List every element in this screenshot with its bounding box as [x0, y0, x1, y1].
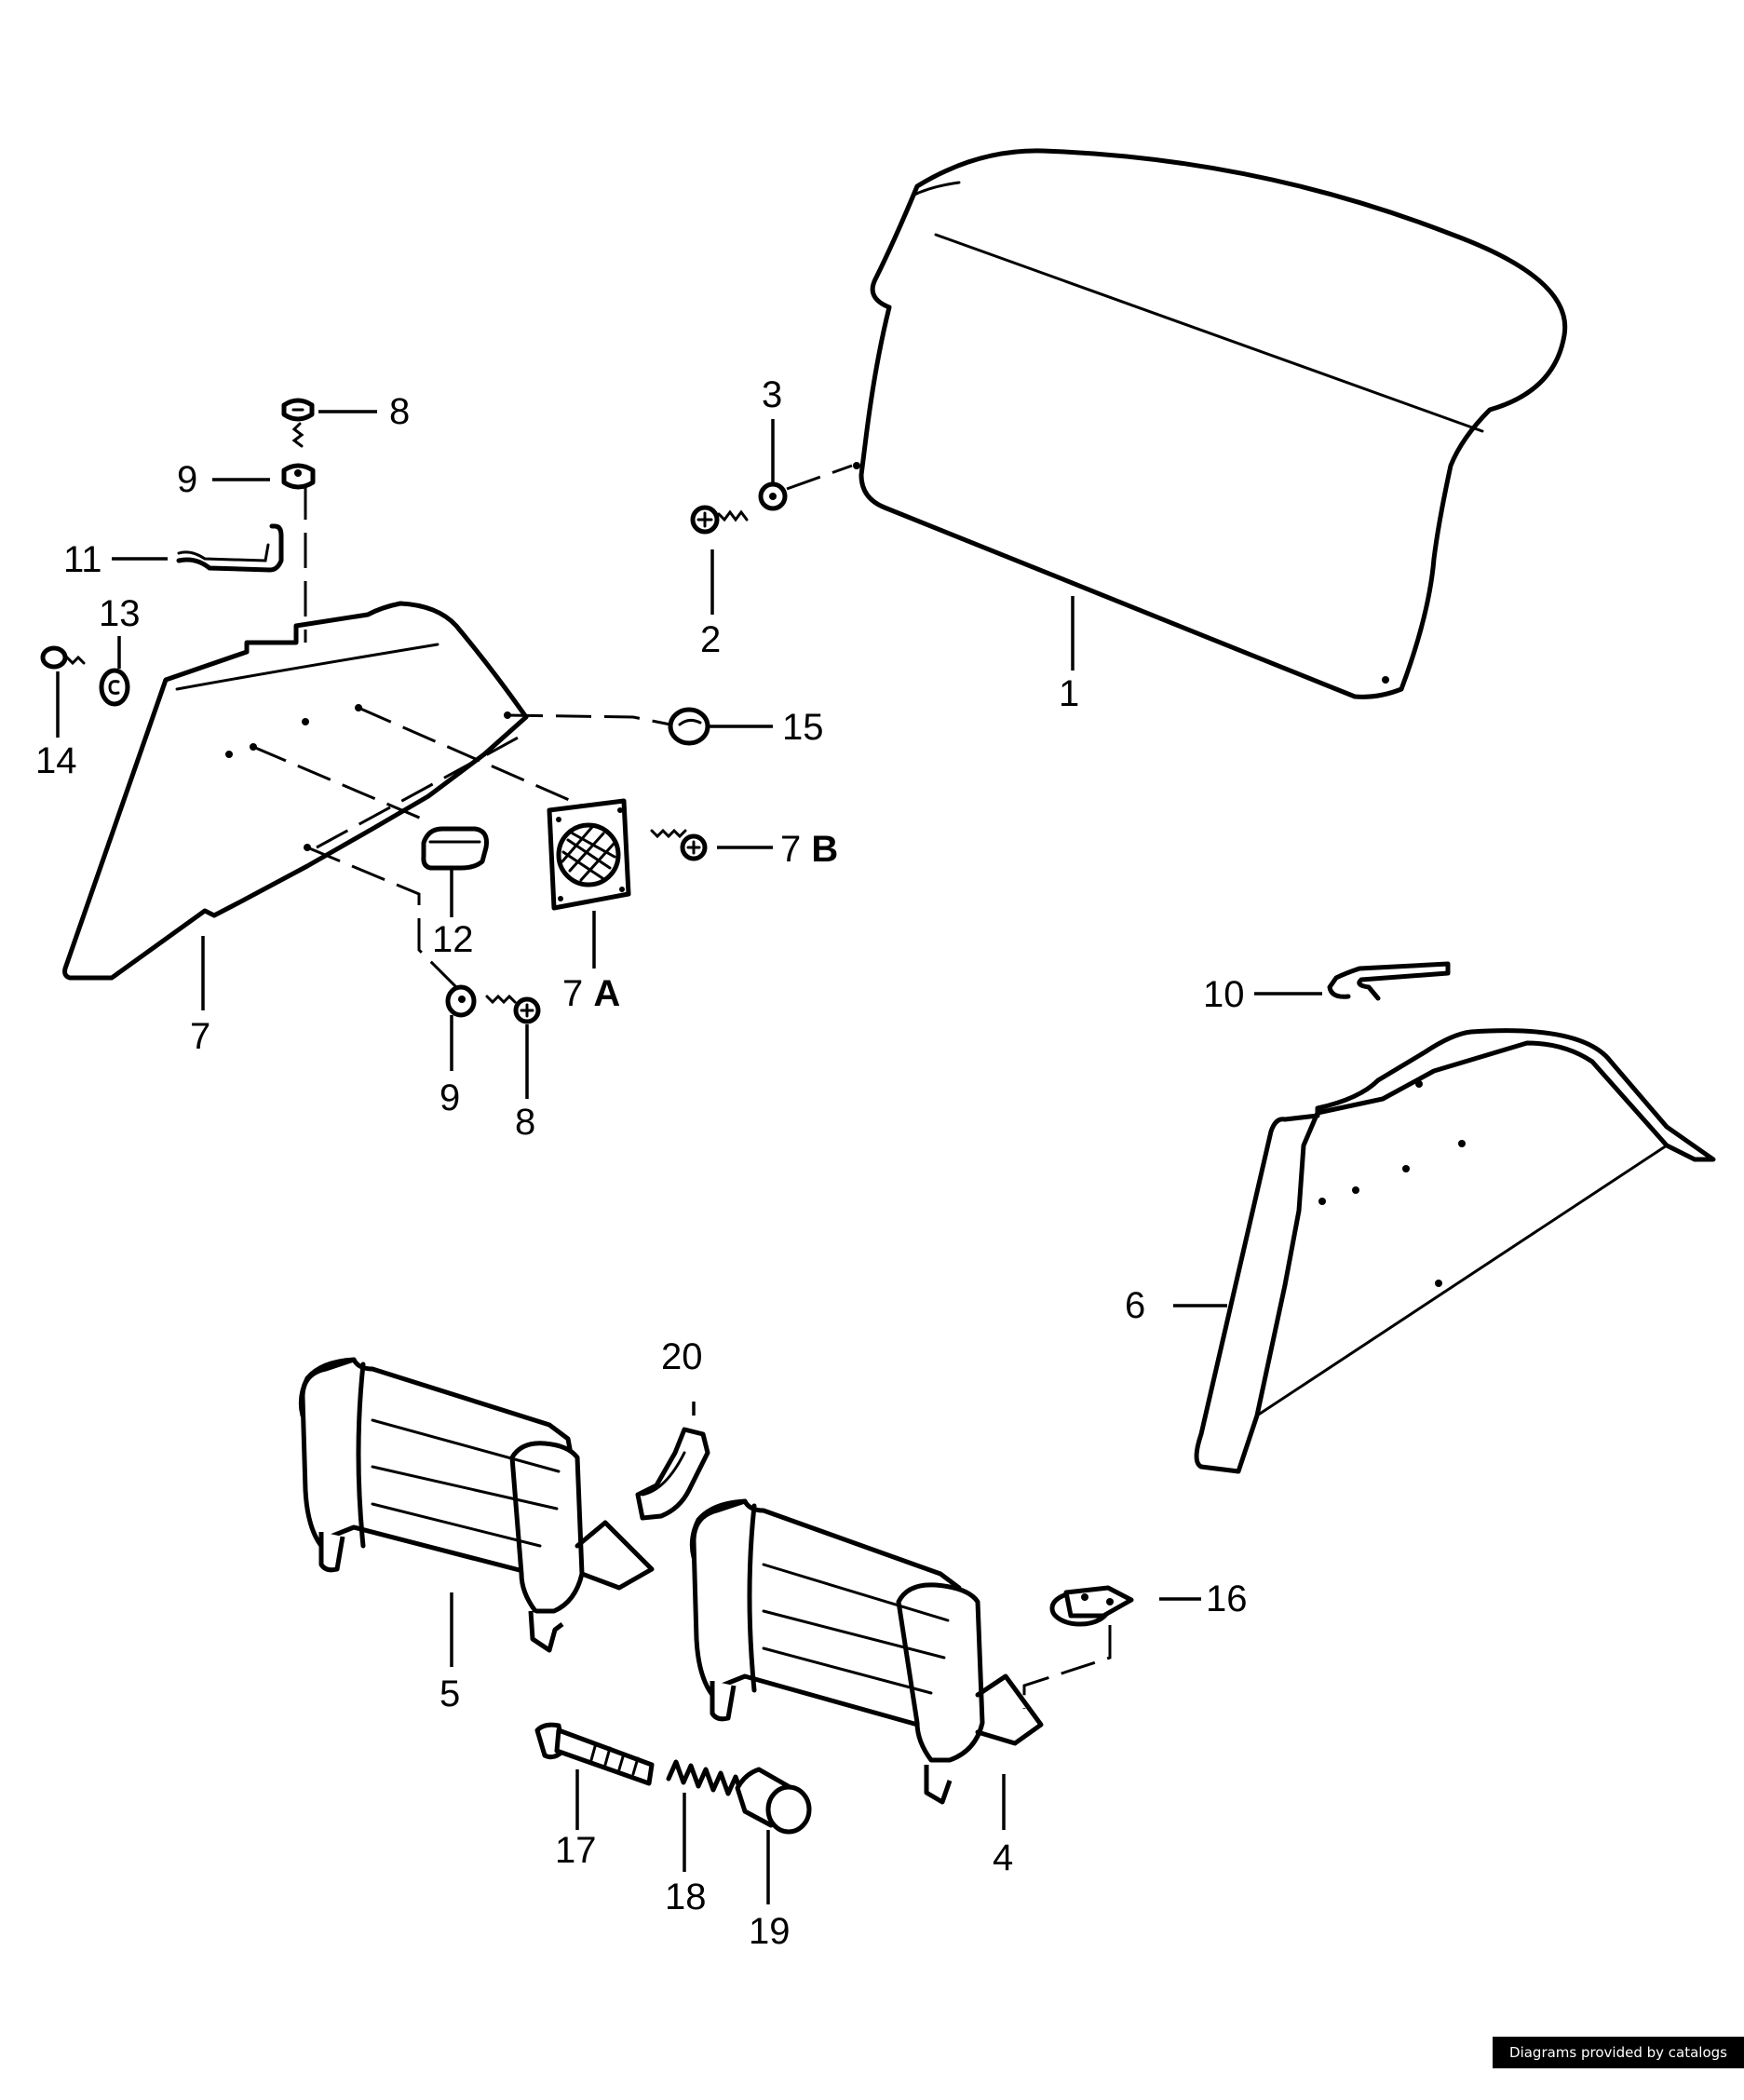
callout-5: 5: [439, 1673, 460, 1714]
callout-20: 20: [661, 1336, 703, 1377]
part-4-right-seatback[interactable]: [689, 1498, 1044, 1805]
part-13-washer[interactable]: [99, 668, 130, 707]
callout-4: 4: [993, 1837, 1013, 1878]
callout-10: 10: [1203, 974, 1245, 1015]
part-5-left-seatback[interactable]: [298, 1357, 655, 1653]
assembly-lines-panel-7: [252, 484, 681, 989]
callout-9-top: 9: [177, 459, 197, 500]
part-1-parcel-shelf[interactable]: [853, 148, 1568, 699]
part-9-grommet-bottom[interactable]: [445, 984, 477, 1018]
callout-7A: 7 A: [562, 973, 620, 1014]
part-9-grommet-top[interactable]: [281, 463, 316, 490]
callout-3: 3: [762, 374, 782, 415]
part-7-left-side-panel[interactable]: [62, 601, 529, 981]
credit-label: Diagrams provided by catalogs parts: [1493, 2037, 1744, 2093]
part-2-screw[interactable]: [690, 505, 749, 535]
callout-8-bottom: 8: [515, 1102, 535, 1143]
callout-1: 1: [1059, 673, 1079, 714]
callout-17: 17: [555, 1830, 597, 1871]
callout-2: 2: [700, 619, 721, 660]
part-12-clip[interactable]: [421, 826, 489, 871]
part-17-pin[interactable]: [534, 1722, 655, 1786]
part-7A-speaker-grille[interactable]: [547, 798, 631, 911]
callout-14: 14: [35, 740, 77, 781]
callout-11: 11: [63, 539, 102, 580]
callout-18: 18: [665, 1876, 707, 1917]
part-11-handle[interactable]: [176, 523, 284, 573]
part-7B-screw[interactable]: [650, 828, 708, 861]
callout-8-top: 8: [389, 391, 410, 432]
part-15-plug[interactable]: [668, 707, 710, 746]
callout-9-bottom: 9: [439, 1077, 460, 1118]
part-10-bracket[interactable]: [1327, 961, 1451, 1001]
leader-lines: [56, 410, 1322, 1904]
callout-7B: 7 B: [780, 829, 838, 870]
callout-6: 6: [1125, 1285, 1145, 1326]
callout-13: 13: [99, 593, 141, 634]
callout-15: 15: [782, 707, 824, 748]
part-6-right-side-panel[interactable]: [1194, 1028, 1716, 1474]
callout-19: 19: [749, 1911, 791, 1952]
part-19-knob[interactable]: [735, 1767, 812, 1835]
callout-16: 16: [1206, 1578, 1248, 1619]
callout-7: 7: [190, 1016, 210, 1057]
part-16-lock-plate[interactable]: [1022, 1585, 1134, 1709]
part-8-screw-bottom[interactable]: [485, 994, 541, 1024]
part-8-screw-top[interactable]: [281, 398, 315, 448]
part-20-cover[interactable]: [635, 1427, 710, 1521]
part-14-bolt[interactable]: [40, 645, 86, 670]
part-3-washer[interactable]: [758, 464, 853, 511]
part-18-spring[interactable]: [666, 1759, 746, 1800]
callout-12: 12: [432, 919, 474, 960]
